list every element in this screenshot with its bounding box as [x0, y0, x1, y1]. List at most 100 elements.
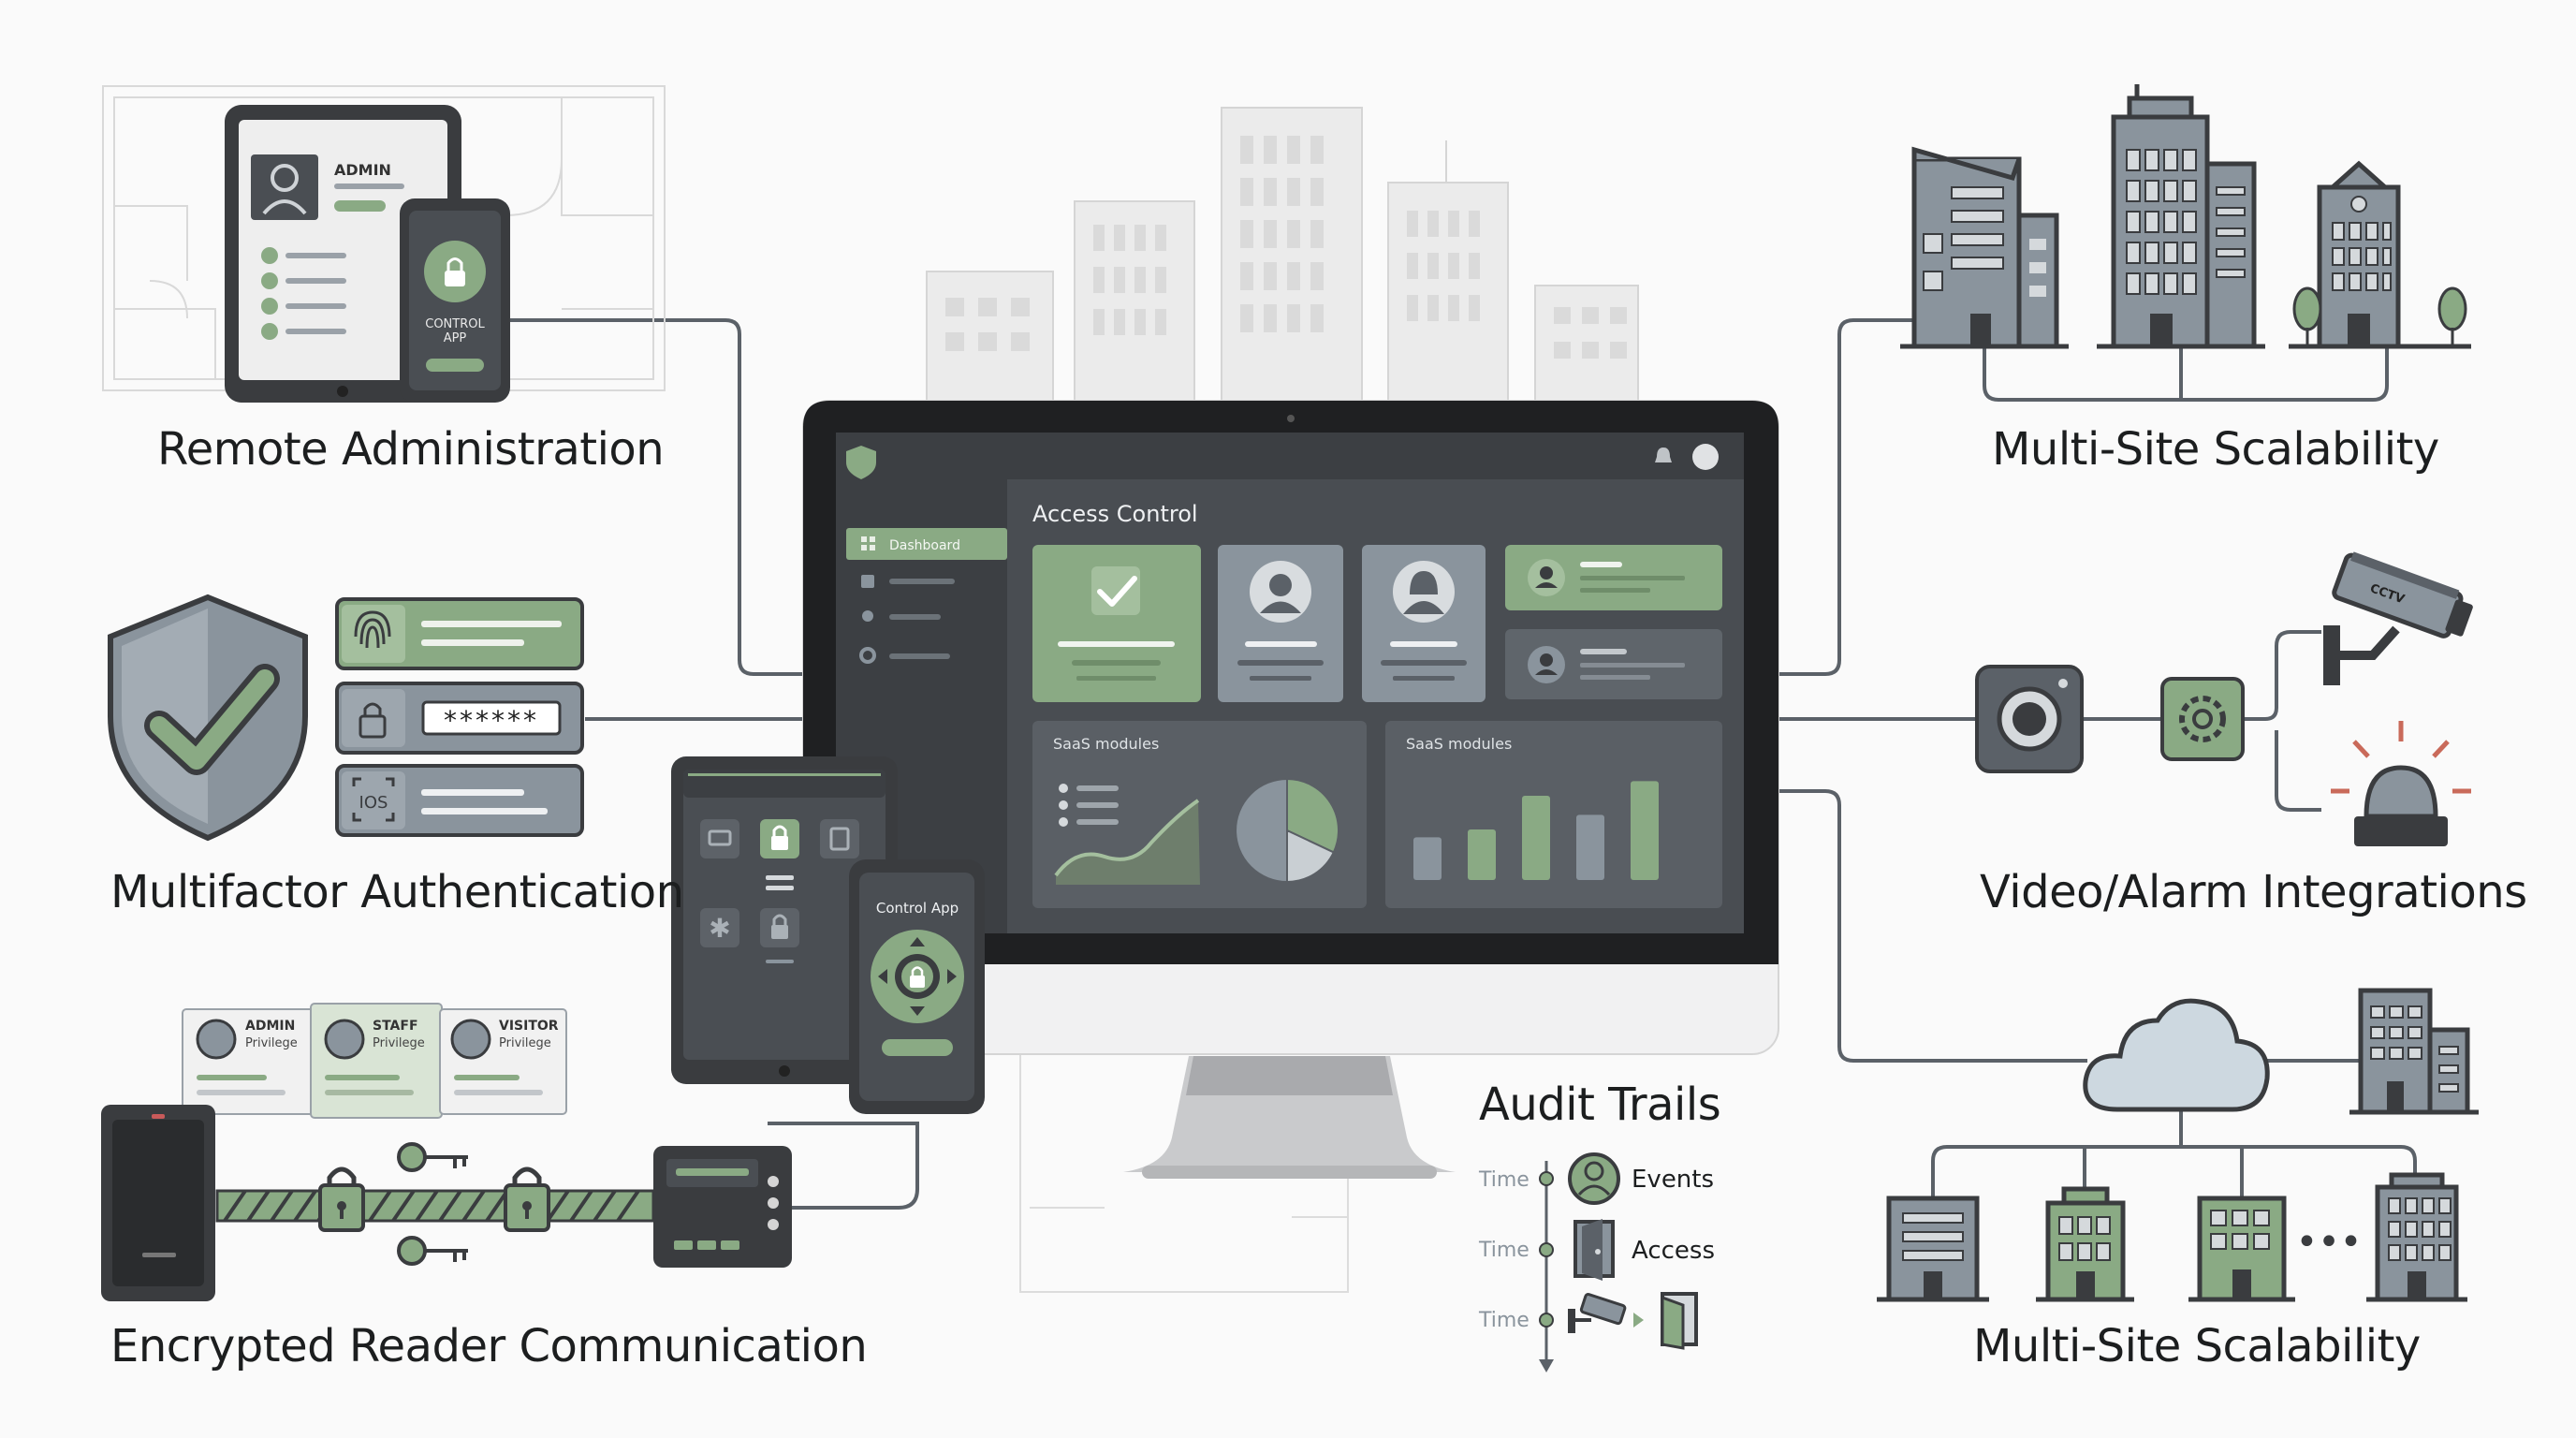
panel-title: SaaS modules [1053, 735, 1159, 753]
card-role-staff: STAFF [373, 1019, 418, 1034]
audit-time: Time [1478, 1309, 1530, 1332]
card-sub-admin: Privilege [245, 1036, 298, 1050]
unlock-button[interactable] [882, 1039, 953, 1056]
gear-icon[interactable] [859, 647, 876, 664]
connector-buildings-bottom [1931, 1145, 2417, 1198]
sidebar-item-dashboard[interactable] [846, 528, 1007, 560]
access-controller-box [653, 1146, 792, 1268]
connector-cctv [2243, 630, 2321, 721]
page-title: Access Control [1032, 501, 1198, 527]
card-sub-staff: Privilege [373, 1036, 425, 1050]
tablet-keypad: ✱ [671, 756, 898, 1084]
card-role-visitor: VISITOR [499, 1019, 559, 1034]
cloud-icon [2083, 998, 2270, 1112]
connector-multisite-top [1778, 318, 1928, 676]
admin-avatar [251, 154, 318, 220]
connector-alarm [2275, 730, 2321, 812]
card-reader [101, 1105, 215, 1301]
cctv-camera-icon: CCTV [2323, 551, 2473, 685]
connector-remote-admin [510, 318, 807, 676]
pie-slice [1286, 829, 1336, 884]
building-civic-right [2289, 160, 2471, 349]
asterisk-icon: ✱ [709, 913, 730, 944]
grid-icon [861, 536, 875, 550]
more-sites-ellipsis: ••• [2296, 1221, 2363, 1264]
face-id-icon [352, 777, 395, 822]
mfa-password-card: ****** [335, 682, 584, 755]
key-icon [397, 1236, 468, 1266]
gear-icon [2160, 677, 2245, 761]
encrypted-channel [215, 1142, 655, 1266]
face-id-glyph: IOS [359, 793, 388, 813]
privilege-cards: ADMIN Privilege STAFF Privilege VISITOR … [182, 1003, 567, 1119]
panel-title: SaaS modules [1406, 735, 1512, 753]
app-logo-shield [846, 446, 876, 479]
door-open-icon [1661, 1292, 1698, 1350]
pie-chart [1235, 777, 1340, 884]
sidebar-item-label: Dashboard [889, 538, 960, 553]
label-encrypted-reader-communication: Encrypted Reader Communication [110, 1320, 868, 1372]
avatar [450, 1019, 491, 1060]
audit-event-label: Events [1632, 1166, 1714, 1194]
card-sub-visitor: Privilege [499, 1036, 551, 1050]
label-multi-site-scalability-bottom: Multi-Site Scalability [1973, 1320, 2421, 1372]
bar [1468, 829, 1496, 880]
door-icon [829, 827, 850, 851]
control-app-title: Control App [876, 900, 959, 917]
card-role-admin: ADMIN [245, 1019, 295, 1034]
building-office-left [1900, 146, 2069, 349]
building-bottom-4 [2366, 1172, 2467, 1302]
avatar [1692, 444, 1719, 470]
cctv-camera-icon [1568, 1293, 1627, 1333]
building-bottom-2 [2036, 1186, 2134, 1302]
building-cloud-right [2349, 988, 2479, 1115]
password-mask: ****** [444, 705, 539, 736]
floor-plan-sketch-bottom [1019, 1039, 1349, 1293]
shield-check-icon [108, 594, 308, 842]
audit-time: Time [1478, 1239, 1530, 1262]
audit-time: Time [1478, 1168, 1530, 1192]
calendar-icon[interactable] [861, 575, 874, 588]
lock-icon [318, 1167, 365, 1232]
bar-chart [1413, 781, 1659, 880]
background-city [926, 107, 1639, 404]
check-icon [1097, 576, 1137, 607]
label-video-alarm-integrations: Video/Alarm Integrations [1980, 866, 2527, 918]
lock-icon [771, 836, 788, 850]
admin-title: ADMIN [334, 161, 391, 179]
background-city-windows [945, 136, 1627, 359]
lock-icon [771, 925, 788, 939]
bell-icon [1655, 448, 1672, 462]
label-multi-site-scalability-top: Multi-Site Scalability [1992, 423, 2439, 476]
building-bottom-1 [1877, 1196, 1989, 1302]
connector-cloud [1778, 789, 2087, 1063]
pie-slice [1235, 777, 1288, 884]
connector-buildings-top [1983, 328, 2389, 402]
mfa-fingerprint-card [335, 597, 584, 670]
key-icon [397, 1142, 468, 1172]
password-field [421, 700, 562, 736]
pie-slice [1286, 777, 1340, 854]
building-tower-center [2097, 84, 2265, 349]
bar [1413, 837, 1442, 880]
connector-reader [768, 1122, 919, 1210]
user-icon[interactable] [862, 610, 873, 622]
remote-admin-phone: CONTROL APP [400, 198, 510, 403]
fingerprint-icon [354, 610, 391, 649]
audit-event-label: Access [1632, 1237, 1715, 1265]
label-multifactor-authentication: Multifactor Authentication [110, 866, 684, 918]
camera-icon [1975, 665, 2084, 773]
control-app-phone: Control App [849, 859, 985, 1114]
monitor-icon [708, 829, 732, 846]
building-bottom-3 [2188, 1196, 2295, 1302]
central-monitor: Dashboard Access Control SaaS modules [802, 400, 1779, 1179]
lock-icon [910, 976, 925, 988]
mfa-faceid-card: IOS [335, 764, 584, 837]
label-remote-administration: Remote Administration [157, 423, 665, 476]
reader-led [152, 1114, 165, 1119]
lock-icon [504, 1167, 550, 1232]
line-chart-trend [1054, 799, 1200, 877]
avatar [324, 1019, 365, 1060]
control-app-text: CONTROL [425, 317, 485, 331]
